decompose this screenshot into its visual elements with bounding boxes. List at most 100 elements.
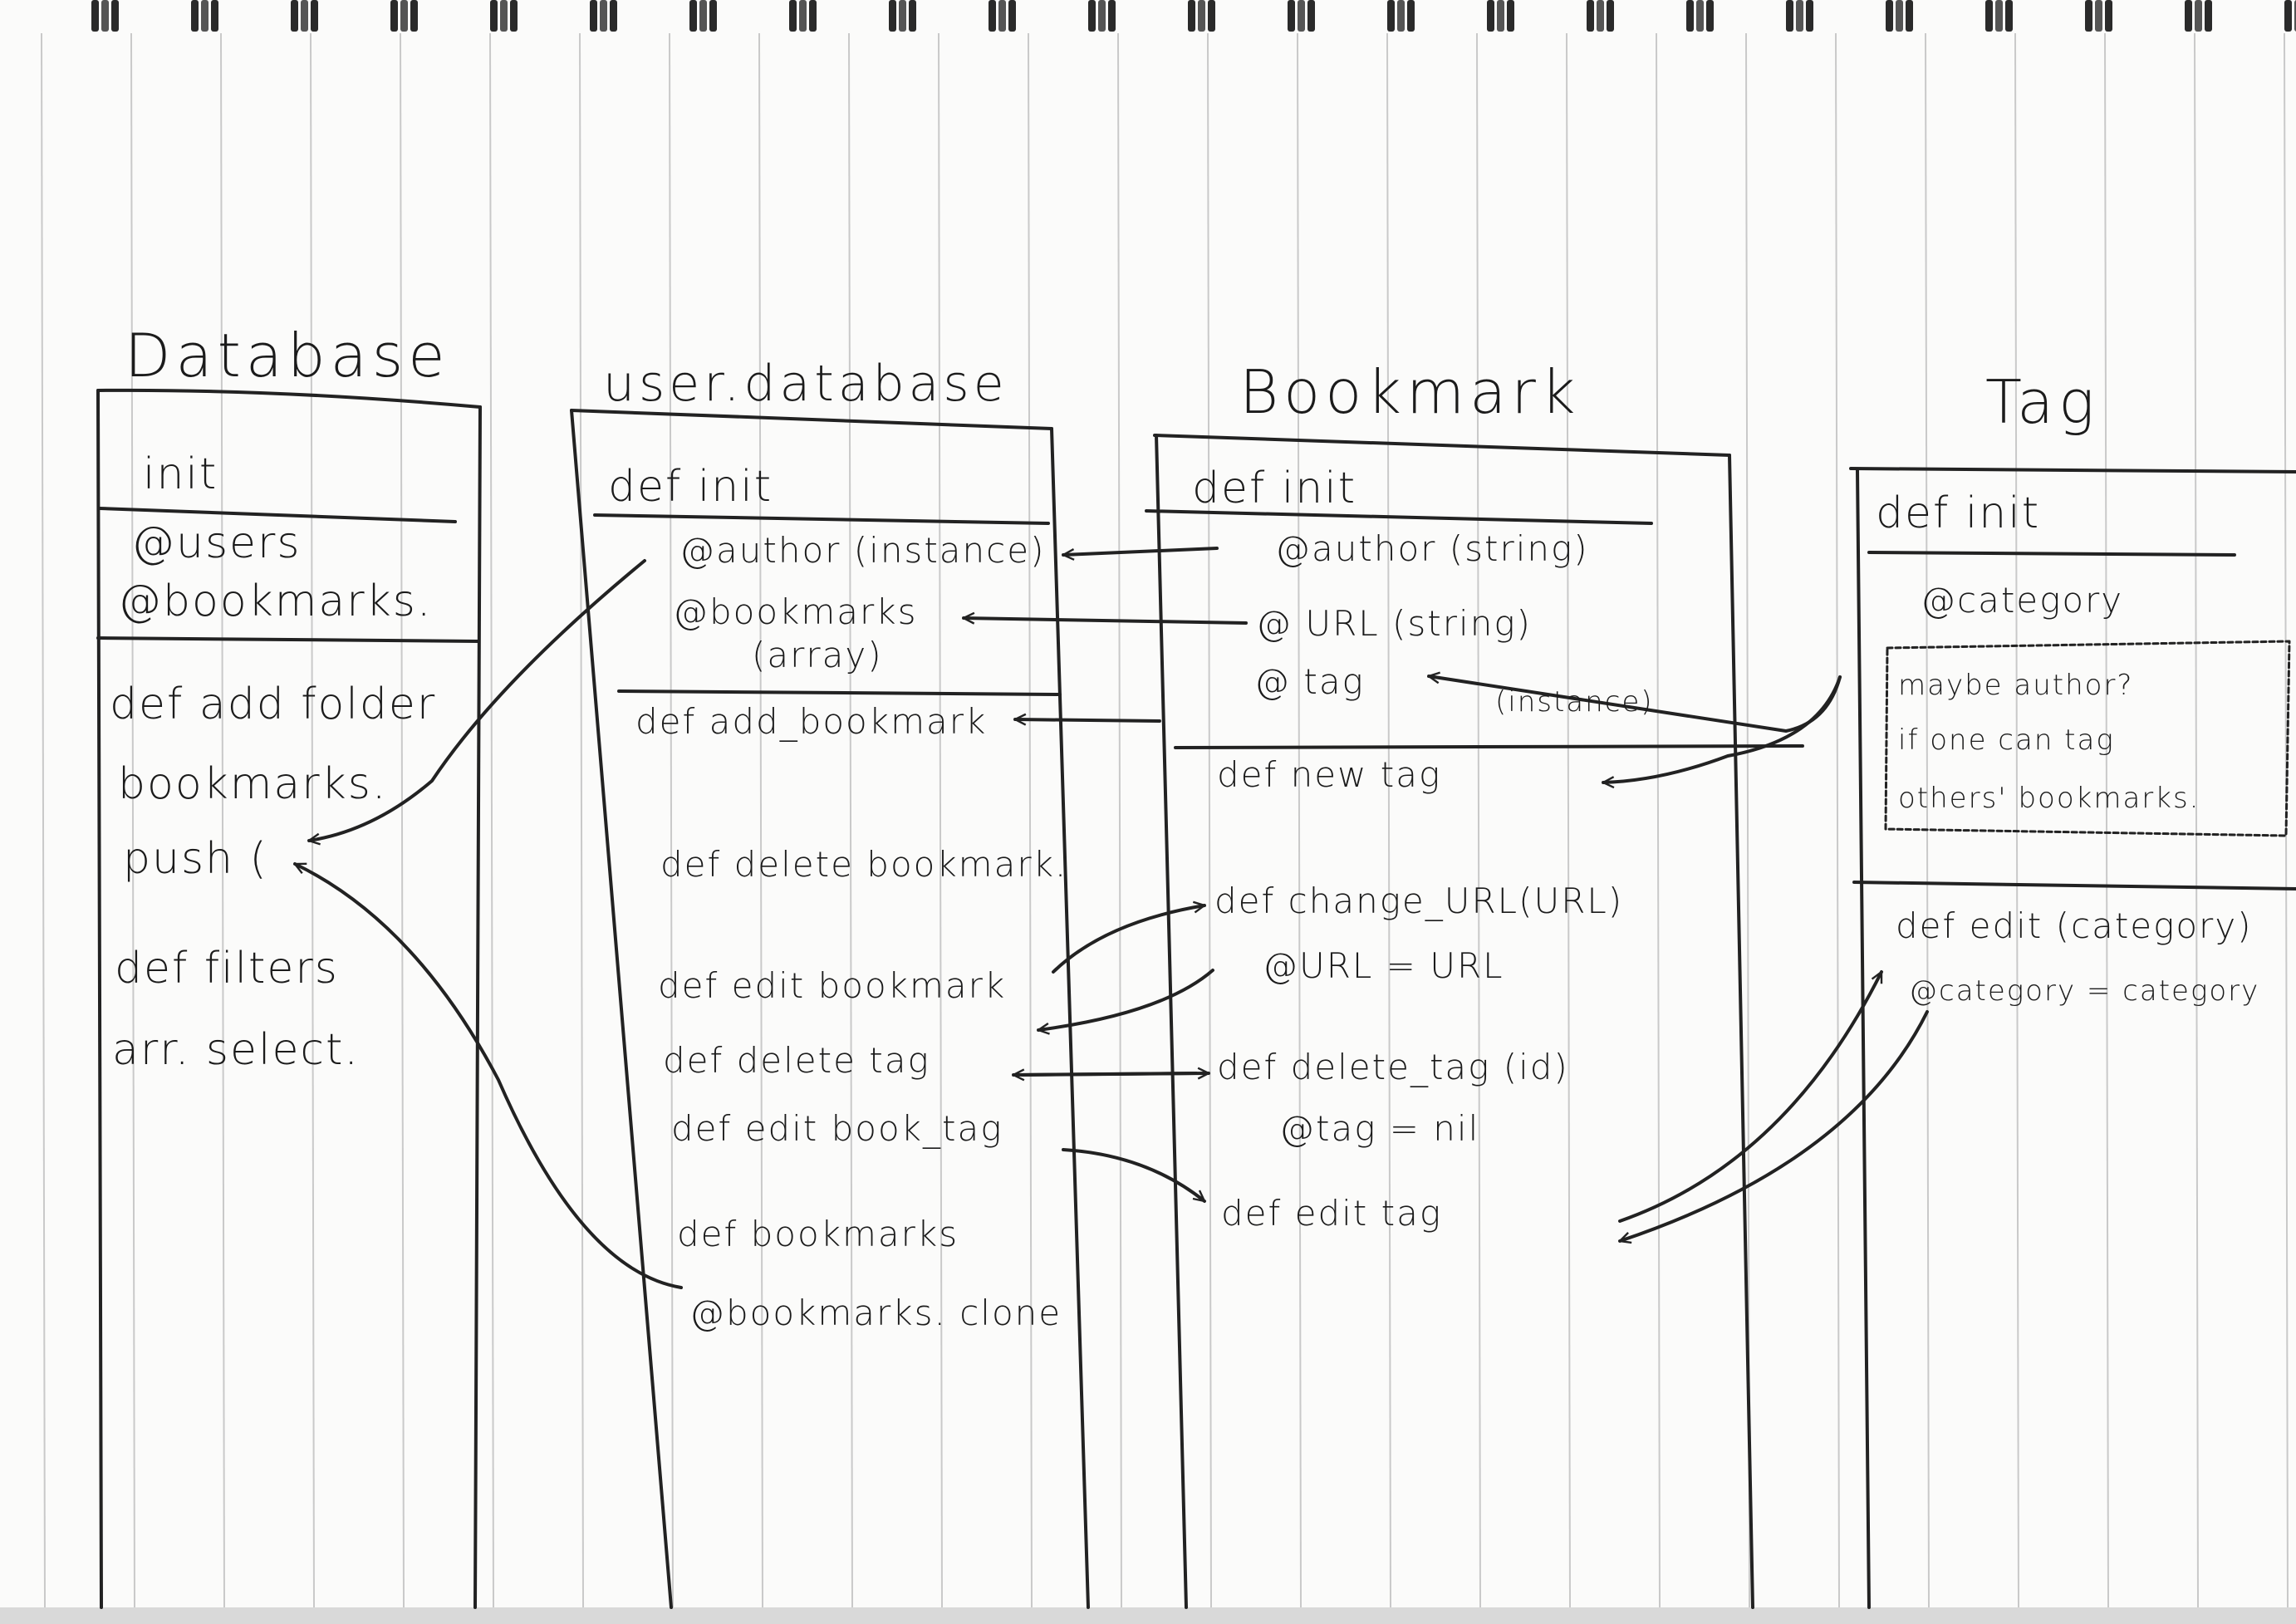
arrow-url-back <box>1038 969 1214 1030</box>
spiral-ring <box>490 0 518 32</box>
attribute: @bookmarks. <box>118 576 433 626</box>
user-database-box <box>570 409 1090 1609</box>
ruled-line <box>1476 32 1481 1608</box>
attribute: (array) <box>752 635 883 675</box>
note-line: maybe author? <box>1898 669 2134 702</box>
spiral-ring <box>390 0 418 32</box>
arrow-edit-tag <box>1062 1148 1204 1203</box>
spiral-ring <box>1088 0 1116 32</box>
method: @URL = URL <box>1263 945 1504 986</box>
spiral-ring <box>2185 0 2212 32</box>
ruled-line <box>220 32 225 1608</box>
arrow-url-bookmarks <box>962 618 1248 625</box>
note-box <box>1884 640 2291 837</box>
arrow-change-url <box>1052 905 1204 974</box>
note-line: if one can tag <box>1898 724 2115 757</box>
class-title-user-database: user.database <box>603 355 1008 413</box>
ruled-line <box>1656 32 1661 1608</box>
ruled-line <box>1925 32 1930 1608</box>
spiral-ring <box>1188 0 1215 32</box>
method: push ( <box>123 834 268 884</box>
attribute: (instance) <box>1495 685 1654 719</box>
ruled-line <box>669 32 674 1608</box>
spiral-ring <box>1985 0 2013 32</box>
arrow-add-bookmark <box>1013 719 1161 721</box>
ruled-line <box>130 32 135 1608</box>
ruled-line <box>2014 32 2019 1608</box>
method: def edit bookmark <box>658 965 1007 1006</box>
ruled-line <box>848 32 853 1608</box>
spiral-ring <box>1487 0 1514 32</box>
method: bookmarks. <box>118 759 388 809</box>
arrow-category-edit-tag <box>1620 1010 1929 1241</box>
ruled-line <box>489 32 494 1608</box>
ruled-line <box>400 32 405 1608</box>
ruled-lines <box>41 32 2289 1608</box>
method: def edit tag <box>1221 1193 1443 1234</box>
database-box <box>96 388 482 1609</box>
method: def filters <box>115 944 339 994</box>
arrow-author-push <box>309 559 646 841</box>
class-title-tag: Tag <box>1985 367 2100 437</box>
spiral-ring <box>689 0 717 32</box>
init-label: def init <box>608 462 773 512</box>
method: def add_bookmark <box>635 701 988 742</box>
arrow-author <box>1062 547 1219 555</box>
ruled-line <box>310 32 315 1608</box>
ruled-line <box>1297 32 1302 1608</box>
ruled-line <box>2194 32 2199 1608</box>
spiral-ring <box>1587 0 1614 32</box>
ruled-line <box>938 32 943 1608</box>
init-label: def init <box>1876 488 2041 538</box>
ruled-line <box>1566 32 1571 1608</box>
paper-bottom-edge <box>0 1607 2296 1624</box>
ruled-line <box>1835 32 1840 1608</box>
spiral-ring <box>2085 0 2112 32</box>
attribute: @category <box>1921 580 2124 621</box>
method: def edit (category) <box>1896 905 2253 946</box>
method: def change_URL(URL) <box>1214 881 1624 921</box>
attribute: @users <box>131 518 302 568</box>
arrow-new-tag <box>1602 675 1842 783</box>
method: def delete bookmark. <box>660 844 1068 885</box>
attribute: @ URL (string) <box>1256 603 1532 644</box>
attribute: @author (string) <box>1275 528 1589 569</box>
note-line: others' bookmarks. <box>1898 782 2200 815</box>
method: def new tag <box>1217 754 1442 795</box>
spiral-ring <box>191 0 218 32</box>
attribute: @ tag <box>1254 661 1365 702</box>
spiral-ring <box>590 0 617 32</box>
method: def delete_tag (id) <box>1217 1047 1569 1087</box>
method: arr. select. <box>112 1025 360 1075</box>
method: @tag = nil <box>1279 1108 1480 1149</box>
spiral-ring <box>1288 0 1315 32</box>
arrow-edit-tag-category <box>1618 972 1883 1223</box>
ruled-line <box>2104 32 2109 1608</box>
ruled-line <box>1207 32 1212 1608</box>
spiral-ring <box>989 0 1016 32</box>
method: def bookmarks <box>677 1214 959 1254</box>
spiral-binding <box>91 0 2296 32</box>
init-label: init <box>143 449 218 499</box>
class-title-database: Database <box>125 321 450 390</box>
ruled-line <box>1117 32 1122 1608</box>
spiral-ring <box>889 0 916 32</box>
spiral-ring <box>789 0 817 32</box>
ruled-line <box>1386 32 1391 1608</box>
arrow-delete-tag-left <box>1012 1073 1198 1075</box>
method: def add folder <box>110 680 437 729</box>
ruled-line <box>758 32 763 1608</box>
spiral-ring <box>1387 0 1415 32</box>
ruled-line <box>579 32 584 1608</box>
spiral-ring <box>1886 0 1913 32</box>
arrow-clone-push <box>295 862 683 1289</box>
arrows <box>295 547 1929 1289</box>
method: def delete tag <box>663 1040 930 1081</box>
attribute: @author (instance) <box>679 530 1046 571</box>
class-title-bookmark: Bookmark <box>1239 357 1581 427</box>
bookmark-box <box>1145 434 1804 1609</box>
spiral-ring <box>1686 0 1714 32</box>
init-label: def init <box>1192 464 1357 513</box>
